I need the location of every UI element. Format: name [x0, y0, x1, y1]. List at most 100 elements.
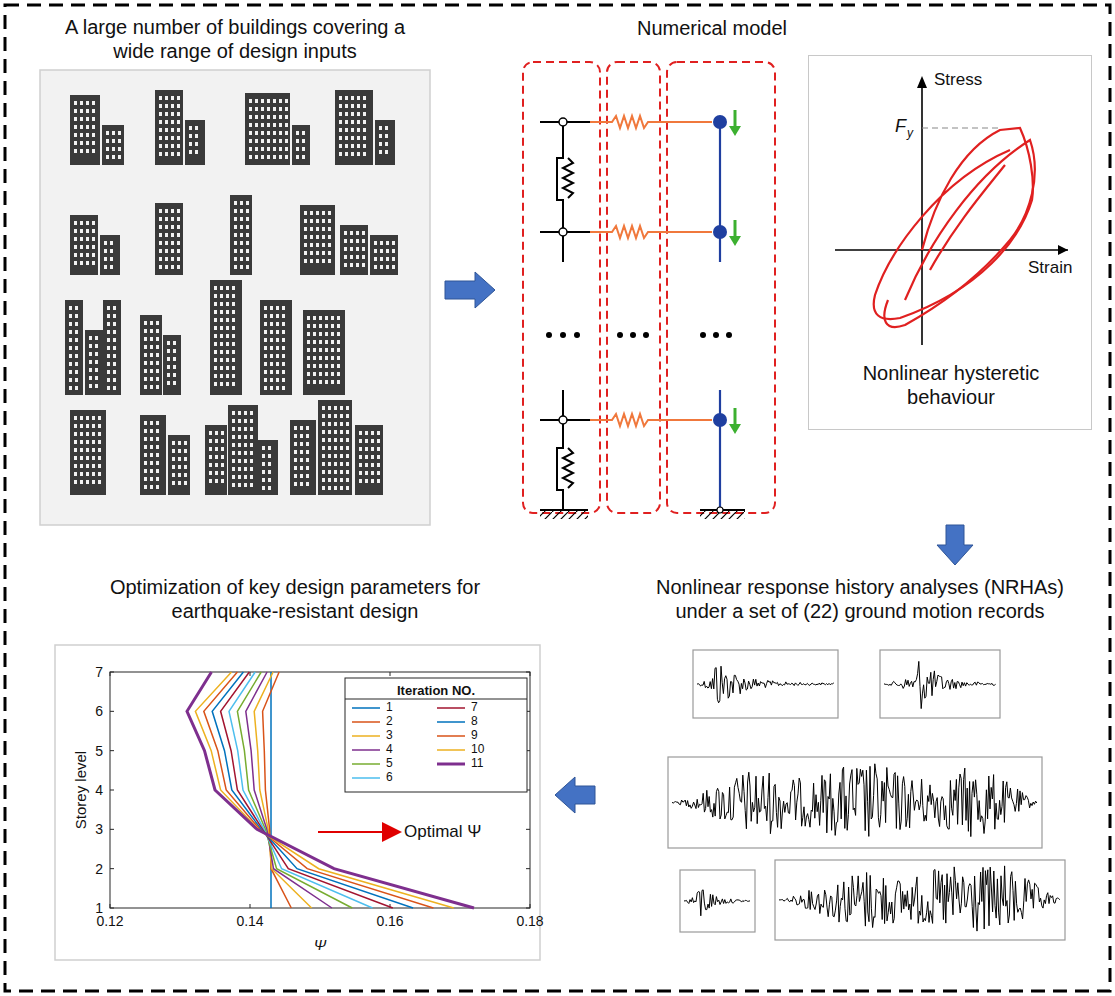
window [86, 261, 89, 265]
window [171, 112, 174, 116]
window [171, 225, 174, 229]
window [267, 123, 270, 127]
window [350, 263, 353, 267]
window [267, 131, 270, 135]
window [356, 263, 359, 267]
window [80, 117, 83, 121]
window [107, 322, 110, 326]
legend-entry: 5 [386, 757, 393, 770]
window [262, 446, 265, 450]
window [177, 152, 180, 156]
window [86, 416, 89, 420]
building-icon [318, 400, 352, 495]
window [112, 139, 115, 143]
window [322, 462, 325, 466]
window [80, 416, 83, 420]
window [379, 126, 382, 130]
window [172, 441, 175, 445]
window [92, 133, 95, 137]
window [178, 457, 181, 461]
window [171, 128, 174, 132]
window [171, 144, 174, 148]
window [328, 446, 331, 450]
window [344, 239, 347, 243]
window [325, 372, 328, 376]
window [306, 434, 309, 438]
window [89, 376, 92, 380]
window [238, 419, 241, 423]
window [232, 310, 235, 314]
window [172, 473, 175, 477]
window [220, 310, 223, 314]
window [334, 470, 337, 474]
window [75, 330, 78, 334]
window [234, 249, 237, 253]
window [156, 461, 159, 465]
window [226, 382, 229, 386]
window [328, 414, 331, 418]
window [150, 461, 153, 465]
window [80, 424, 83, 428]
window [246, 233, 249, 237]
window [249, 99, 252, 103]
building-icon [70, 95, 100, 165]
window [319, 380, 322, 384]
legend-line-sample [437, 763, 465, 766]
window [334, 414, 337, 418]
window [177, 217, 180, 221]
window [244, 427, 247, 431]
window [322, 446, 325, 450]
window [220, 350, 223, 354]
window [171, 120, 174, 124]
window [340, 486, 343, 490]
window [159, 152, 162, 156]
window [337, 340, 340, 344]
window [184, 465, 187, 469]
window [350, 231, 353, 235]
window [86, 440, 89, 444]
building-icon [205, 425, 227, 495]
window [296, 139, 299, 143]
window [238, 483, 241, 487]
window [69, 306, 72, 310]
window [374, 257, 377, 261]
window [264, 386, 267, 390]
window [282, 362, 285, 366]
window [371, 479, 374, 483]
window [249, 139, 252, 143]
building-icon [65, 300, 83, 395]
window [214, 334, 217, 338]
window [80, 101, 83, 105]
legend-entry: 1 [386, 701, 393, 714]
window [150, 421, 153, 425]
window [262, 478, 265, 482]
window [144, 469, 147, 473]
window [285, 139, 288, 143]
window [371, 455, 374, 459]
window [340, 438, 343, 442]
tick-label: 7 [95, 664, 103, 680]
window [267, 147, 270, 151]
window [294, 482, 297, 486]
window [171, 249, 174, 253]
legend-entry: 9 [471, 729, 478, 742]
window [107, 370, 110, 374]
window [86, 253, 89, 257]
window [177, 209, 180, 213]
window [167, 357, 170, 361]
window [238, 427, 241, 431]
window [165, 96, 168, 100]
window [226, 318, 229, 322]
window [215, 479, 218, 483]
window [75, 386, 78, 390]
window [150, 345, 153, 349]
window [273, 155, 276, 159]
window [184, 441, 187, 445]
optimization-chart [55, 645, 540, 960]
window [340, 414, 343, 418]
window [214, 286, 217, 290]
window [246, 209, 249, 213]
window [89, 352, 92, 356]
window [246, 257, 249, 261]
window [337, 356, 340, 360]
